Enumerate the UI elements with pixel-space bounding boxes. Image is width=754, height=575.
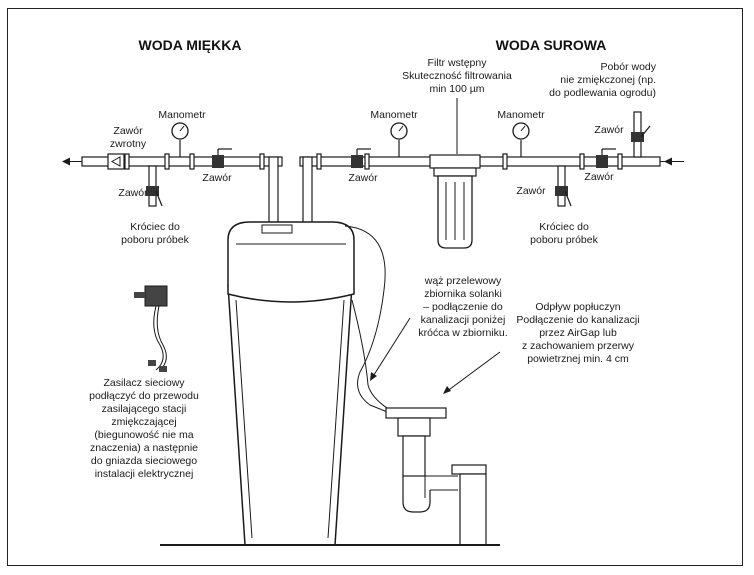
label-odplyw-2: Podłączenie do kanalizacji (516, 314, 639, 326)
prefilter-icon (429, 154, 481, 249)
label-zawor-zwrotny-1: Zawór (113, 125, 143, 137)
sample-port-right-icon (555, 165, 572, 207)
label-zawor-r3: Zawór (516, 185, 546, 197)
manometer-mid-icon (390, 122, 408, 157)
label-zasilacz-5: (biegunowość nie ma (94, 429, 193, 441)
sample-port-left-icon (146, 165, 163, 207)
valve-left-icon (212, 148, 232, 168)
drain-hose (351, 299, 396, 414)
label-krociec-right-2: poboru próbek (530, 234, 598, 246)
label-zawor-l1: Zawór (202, 172, 232, 184)
label-zasilacz-1: Zasilacz sieciowy (103, 377, 185, 389)
heading-soft-water: WODA MIĘKKA (139, 37, 242, 53)
label-zawor-r2: Zawór (584, 171, 614, 183)
label-odplyw-3: przez AirGap lub (539, 327, 617, 339)
bypass-tap-icon (631, 111, 651, 158)
manometer-right-icon (512, 122, 530, 157)
label-pobor-3: do podlewania ogrodu) (549, 87, 656, 99)
label-filtr-3: min 100 µm (429, 83, 484, 95)
overflow-pointer (371, 317, 411, 379)
label-manometr-mid: Manometr (370, 109, 418, 121)
valve-mid-icon (351, 148, 371, 168)
check-valve-icon (107, 153, 125, 170)
label-waz-4: kanalizacji poniżej (421, 314, 506, 326)
label-pobor-1: Pobór wody (601, 61, 657, 73)
water-softener-icon (227, 221, 355, 546)
overflow-hose (344, 225, 396, 416)
label-odplyw-5: powietrznej min. 4 cm (527, 353, 629, 365)
label-zasilacz-7: do gniazda sieciowego (91, 455, 197, 467)
label-pobor-2: nie zmiękczonej (np. (560, 74, 656, 86)
airgap-pointer (445, 351, 501, 393)
label-zawor-m1: Zawór (348, 172, 378, 184)
label-waz-5: króćca w zbiorniku. (418, 327, 507, 339)
diagram-frame (7, 8, 743, 566)
label-krociec-right-1: Króciec do (539, 221, 589, 233)
label-filtr-1: Filtr wstępny (428, 57, 488, 69)
label-odplyw-4: z zachowaniem przerwy (522, 340, 635, 352)
label-waz-1: wąż przelewowy (424, 275, 502, 287)
label-waz-2: zbiornika solanki (424, 288, 502, 300)
label-krociec-left-2: poboru próbek (121, 234, 189, 246)
label-zawor-r1: Zawór (594, 124, 624, 136)
label-zasilacz-4: zmiękczającej (111, 416, 176, 428)
label-manometr-right: Manometr (497, 109, 545, 121)
label-zasilacz-6: znaczenia) a następnie (90, 442, 198, 454)
drain-siphon-icon (385, 407, 487, 546)
label-filtr-2: Skuteczność filtrowania (402, 70, 512, 82)
label-zawor-l2: Zawór (118, 187, 148, 199)
valve-right-icon (596, 148, 616, 168)
label-waz-3: – podłączenie do (423, 301, 503, 313)
power-adapter-icon (134, 285, 168, 372)
label-odplyw-1: Odpływ popłuczyn (535, 301, 620, 313)
label-zasilacz-8: instalacji elektrycznej (95, 468, 194, 480)
heading-raw-water: WODA SUROWA (496, 37, 607, 53)
label-zasilacz-3: zasilającego stacji (102, 403, 187, 415)
label-manometr-left: Manometr (158, 109, 206, 121)
label-zawor-zwrotny-2: zwrotny (110, 138, 147, 150)
manometer-left-icon (171, 122, 189, 157)
label-krociec-left-1: Króciec do (130, 221, 180, 233)
label-zasilacz-2: podłączyć do przewodu (89, 390, 199, 402)
